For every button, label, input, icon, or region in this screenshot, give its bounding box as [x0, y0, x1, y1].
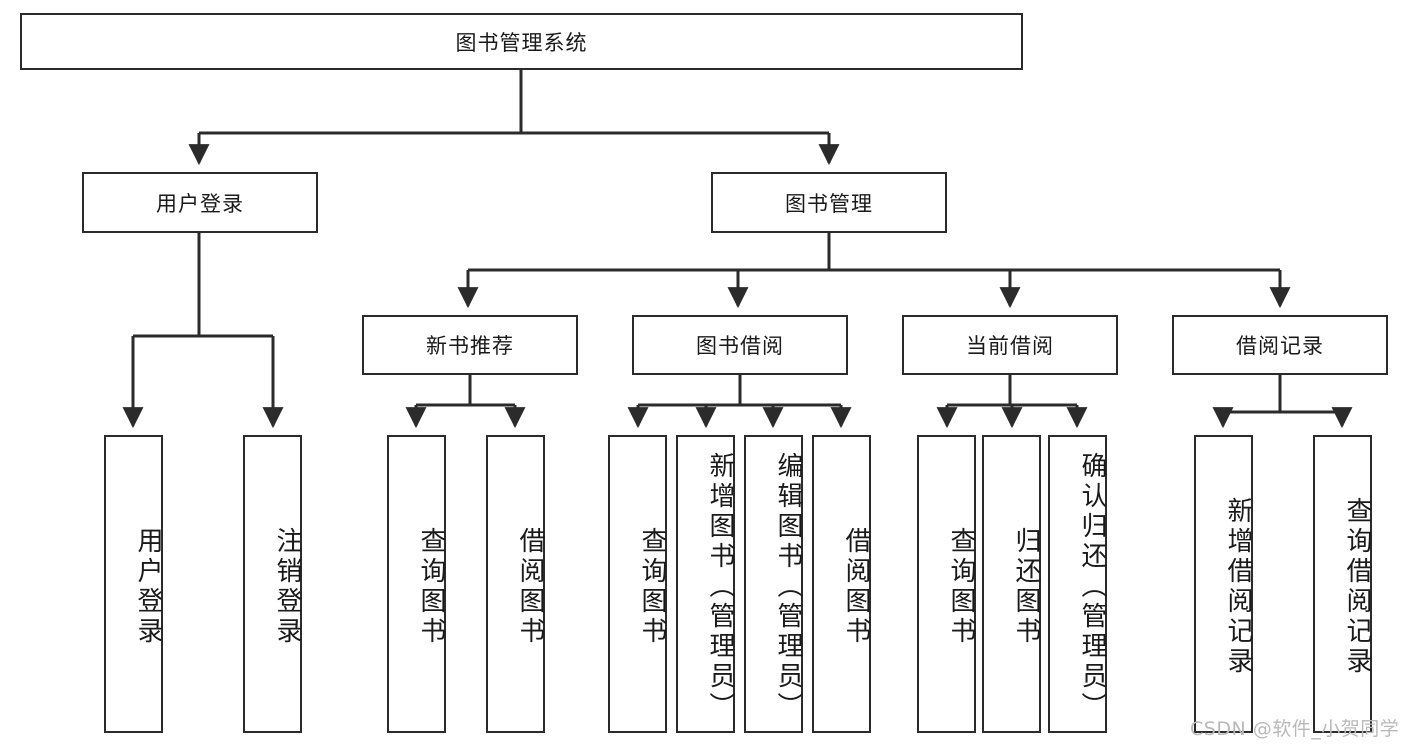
leaf-return-book-label: 归还图书	[1011, 527, 1041, 647]
node-user-login-label: 用户登录	[156, 191, 244, 216]
leaf-user-logout-label: 注销登录	[272, 527, 302, 647]
leaf-query-record[interactable]: 查询借阅记录	[1313, 435, 1372, 733]
leaf-edit-book[interactable]: 编辑图书（管理员）	[744, 435, 803, 733]
node-borrow-record[interactable]: 借阅记录	[1172, 315, 1388, 375]
node-book-manage[interactable]: 图书管理	[711, 172, 947, 233]
leaf-confirm-return-label: 确认归还（管理员）	[1077, 452, 1107, 722]
node-book-borrow[interactable]: 图书借阅	[632, 315, 848, 375]
node-new-book-recommend-label: 新书推荐	[426, 334, 514, 358]
leaf-borrow-book-rec-label: 借阅图书	[515, 527, 545, 647]
leaf-edit-book-label: 编辑图书（管理员）	[773, 452, 803, 722]
leaf-user-logout[interactable]: 注销登录	[243, 435, 302, 733]
leaf-add-book[interactable]: 新增图书（管理员）	[676, 435, 735, 733]
csdn-watermark: CSDN @软件_小贺同学	[1190, 718, 1400, 740]
node-user-login[interactable]: 用户登录	[82, 172, 318, 233]
leaf-confirm-return[interactable]: 确认归还（管理员）	[1048, 435, 1107, 733]
leaf-query-book-label: 查询图书	[637, 527, 667, 647]
node-root-label: 图书管理系统	[455, 30, 588, 55]
leaf-borrow-book-rec[interactable]: 借阅图书	[486, 435, 545, 733]
node-root[interactable]: 图书管理系统	[20, 13, 1023, 70]
leaf-query-record-label: 查询借阅记录	[1342, 497, 1372, 677]
node-current-borrow[interactable]: 当前借阅	[902, 315, 1118, 375]
leaf-borrow-book-label: 借阅图书	[841, 527, 871, 647]
node-borrow-record-label: 借阅记录	[1236, 334, 1324, 358]
leaf-add-book-label: 新增图书（管理员）	[705, 452, 735, 722]
node-book-borrow-label: 图书借阅	[696, 334, 784, 358]
leaf-return-book[interactable]: 归还图书	[982, 435, 1041, 733]
leaf-query-book-rec[interactable]: 查询图书	[387, 435, 446, 733]
leaf-query-book-cur[interactable]: 查询图书	[917, 435, 976, 733]
leaf-add-record-label: 新增借阅记录	[1223, 497, 1253, 677]
leaf-query-book-rec-label: 查询图书	[416, 527, 446, 647]
node-new-book-recommend[interactable]: 新书推荐	[362, 315, 578, 375]
leaf-query-book[interactable]: 查询图书	[608, 435, 667, 733]
node-book-manage-label: 图书管理	[785, 191, 873, 216]
leaf-query-book-cur-label: 查询图书	[946, 527, 976, 647]
leaf-borrow-book[interactable]: 借阅图书	[812, 435, 871, 733]
leaf-user-login-label: 用户登录	[133, 527, 163, 647]
leaf-user-login[interactable]: 用户登录	[104, 435, 163, 733]
leaf-add-record[interactable]: 新增借阅记录	[1194, 435, 1253, 733]
node-current-borrow-label: 当前借阅	[966, 334, 1054, 358]
